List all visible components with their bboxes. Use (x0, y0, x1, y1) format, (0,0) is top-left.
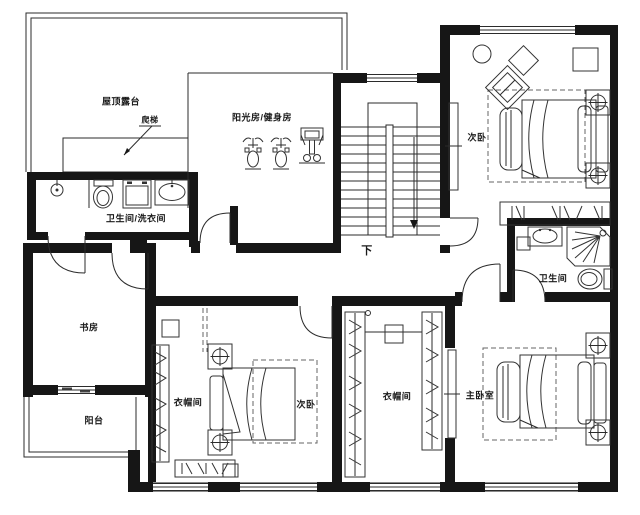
windows (58, 25, 578, 492)
exercise-bike-icon (242, 137, 264, 170)
label-roof-terrace: 屋顶露台 (101, 96, 141, 107)
carpet-outline (482, 347, 557, 441)
label-master-bedroom: 主卧室 (465, 390, 495, 401)
label-bathroom-right: 卫生间 (538, 273, 568, 284)
terrace-parapet (25, 12, 348, 173)
closet-left-furniture (151, 308, 236, 478)
label-closet-master: 衣帽间 (382, 391, 412, 402)
carpet-outline (252, 359, 318, 444)
sink-icon (154, 179, 190, 206)
toilet-icon (577, 268, 613, 290)
wardrobe-icon (421, 311, 443, 451)
cabinet-icon (161, 319, 180, 338)
sink-icon (527, 226, 563, 247)
armchair-icon (484, 64, 531, 111)
closet-master-furniture (344, 310, 460, 478)
shower-icon (566, 226, 611, 267)
master-furniture (482, 332, 611, 446)
toilet-icon (93, 179, 114, 209)
label-bath-laundry: 卫生间/洗衣间 (105, 213, 167, 224)
bedroom-bottom-furniture (207, 343, 318, 478)
wardrobe-icon (499, 201, 611, 226)
label-balcony: 阳台 (84, 415, 104, 426)
bed-icon (499, 99, 609, 179)
washer-icon (122, 179, 152, 209)
balcony-parapet (23, 396, 137, 458)
label-ladder: 爬梯 (141, 115, 159, 125)
bed-icon (209, 367, 296, 441)
bathroom-right-fixtures (516, 226, 613, 290)
cabinet-icon (516, 236, 531, 251)
cabinet-icon (222, 463, 239, 478)
exercise-bike-icon (270, 137, 292, 170)
bedroom-top-furniture (445, 44, 611, 226)
bath-laundry-fixtures (50, 179, 190, 209)
bed-icon (496, 354, 607, 429)
label-bedroom-top: 次卧 (467, 132, 487, 143)
doors (47, 212, 546, 339)
side-table-icon (472, 44, 492, 64)
label-bedroom-bottom: 次卧 (296, 399, 316, 410)
label-study: 书房 (79, 322, 99, 333)
ladder-leader (123, 125, 161, 156)
sunroom-enclosure (187, 72, 333, 208)
treadmill-icon (299, 127, 325, 164)
square-table-icon (572, 47, 599, 72)
label-stairs-down: 下 (361, 245, 373, 257)
gym-equipment (242, 127, 325, 170)
label-closet-left: 衣帽间 (173, 397, 203, 408)
stairs-icon (341, 102, 440, 238)
wardrobe-icon (344, 311, 366, 478)
label-sunroom-gym: 阳光房/健身房 (231, 112, 293, 123)
cabinet-icon (384, 324, 404, 344)
floor-drain-icon (50, 180, 64, 197)
carpet-outline (487, 89, 586, 183)
wardrobe-icon (151, 344, 170, 463)
wardrobe-icon (174, 459, 236, 478)
ottoman-icon (507, 44, 540, 77)
